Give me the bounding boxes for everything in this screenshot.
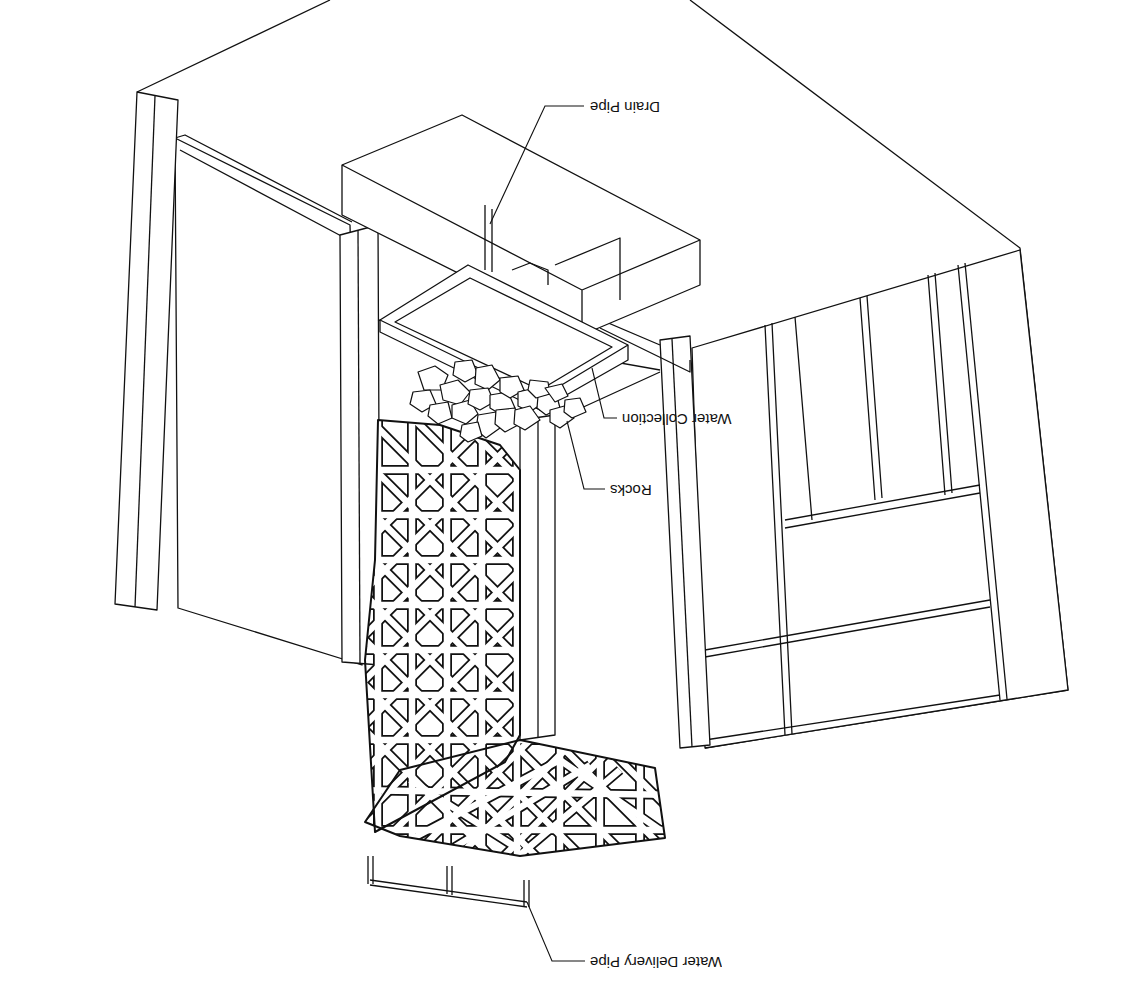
callout-label: Water Collection [622,410,731,427]
callout-label: Rocks [610,481,652,498]
callout-label: Drain Pipe [590,98,660,115]
callout-label: Water Delivery Pipe [590,953,722,970]
